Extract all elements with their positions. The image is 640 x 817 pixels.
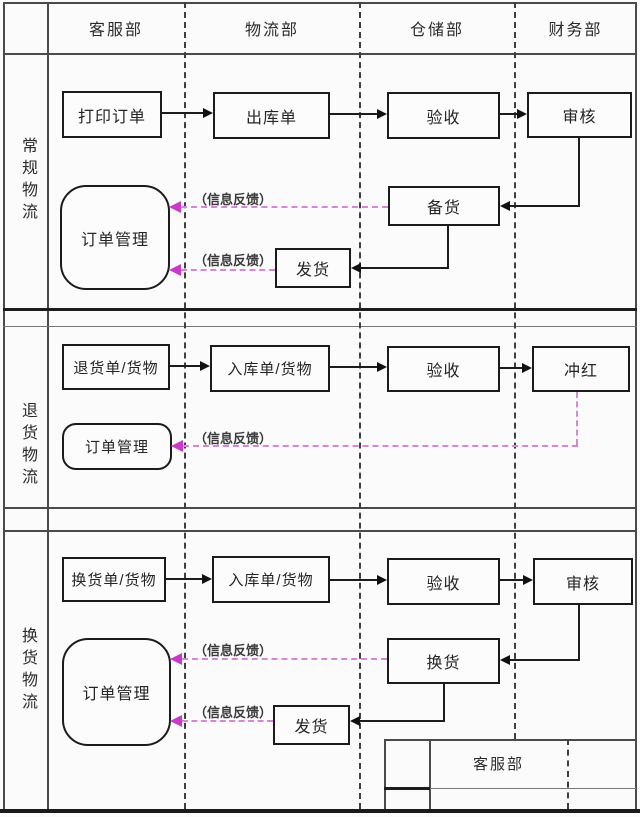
footer-table-dashed-line xyxy=(567,739,569,809)
arrowhead-left-icon xyxy=(351,263,361,273)
arrowhead-left-icon xyxy=(500,655,510,665)
node-inspect-2: 验收 xyxy=(387,346,500,392)
footer-table-hline-thick xyxy=(384,787,430,790)
footer-table-vline-2 xyxy=(429,739,431,809)
arrow-inspect-to-audit xyxy=(500,113,518,115)
arrow-inbound-to-inspect xyxy=(330,366,378,368)
arrow-print-to-outbound xyxy=(162,112,205,114)
arrow-prepare-to-ship-horizontal xyxy=(360,267,449,269)
lane-label-return-logistics: 退货物流 xyxy=(19,402,36,490)
node-order-management-2: 订单管理 xyxy=(62,423,172,470)
table-border-right xyxy=(635,2,637,810)
table-border-top xyxy=(3,2,637,4)
arrow-audit-to-exchange-vertical xyxy=(578,605,580,661)
arrow-outbound-to-inspect xyxy=(330,113,378,115)
header-dept-warehouse: 仓储部 xyxy=(409,22,464,39)
header-dept-customer-service: 客服部 xyxy=(88,22,143,39)
feedback-line-prepare-to-order-mgmt xyxy=(181,206,388,208)
feedback-line-exchange-to-order-mgmt xyxy=(182,658,387,660)
arrow-prepare-to-ship-vertical xyxy=(447,226,449,269)
node-inbound-order-2: 入库单/货物 xyxy=(212,556,330,603)
arrow-audit-to-prepare-horizontal xyxy=(509,205,580,207)
feedback-line-reverse-to-order-mgmt xyxy=(183,445,578,447)
feedback-arrowhead-icon xyxy=(169,264,181,276)
arrowhead-right-icon xyxy=(522,363,532,373)
node-reverse-entry: 冲红 xyxy=(532,346,630,392)
node-audit-1: 审核 xyxy=(527,92,632,138)
footer-table-hline xyxy=(384,788,636,789)
arrow-inspect-to-reverse xyxy=(500,367,523,369)
feedback-label-4: （信息反馈） xyxy=(194,643,273,658)
node-prepare-goods: 备货 xyxy=(388,186,500,226)
gap1-bottom-line xyxy=(3,326,637,327)
feedback-line-reverse-vertical xyxy=(576,392,578,445)
node-order-management-1: 订单管理 xyxy=(60,185,170,290)
column-divider-dashed-2 xyxy=(359,2,361,809)
column-divider-dashed-1 xyxy=(184,2,186,809)
arrowhead-right-icon xyxy=(517,109,527,119)
arrow-audit-to-exchange-horizontal xyxy=(509,659,580,661)
footer-department-label: 客服部 xyxy=(472,755,524,773)
arrowhead-right-icon xyxy=(377,109,387,119)
arrowhead-right-icon xyxy=(523,575,533,585)
arrow-inspect-to-audit-2 xyxy=(500,579,524,581)
node-audit-2: 审核 xyxy=(533,558,633,605)
arrowhead-right-icon xyxy=(202,574,212,584)
node-outbound-order: 出库单 xyxy=(213,92,330,139)
arrow-return-to-inbound xyxy=(170,365,202,367)
arrowhead-right-icon xyxy=(203,108,213,118)
arrow-audit-to-prepare-vertical xyxy=(578,138,580,207)
arrow-inbound-to-inspect-2 xyxy=(330,579,378,581)
arrow-exchange-to-ship-horizontal xyxy=(359,720,445,722)
feedback-arrowhead-icon xyxy=(171,440,183,452)
node-exchange-goods: 换货 xyxy=(387,638,500,684)
arrowhead-right-icon xyxy=(377,362,387,372)
feedback-arrowhead-icon xyxy=(170,715,182,727)
feedback-line-ship-to-order-mgmt xyxy=(181,269,275,271)
feedback-arrowhead-icon xyxy=(169,201,181,213)
arrowhead-left-icon xyxy=(500,201,510,211)
feedback-line-ship-to-order-mgmt-2 xyxy=(182,720,273,722)
node-ship-1: 发货 xyxy=(275,248,351,288)
node-order-management-3: 订单管理 xyxy=(62,638,171,746)
feedback-label-5: （信息反馈） xyxy=(194,705,273,720)
node-inspect-1: 验收 xyxy=(387,92,500,139)
table-border-bottom xyxy=(0,809,640,813)
lane-label-regular-logistics: 常规物流 xyxy=(19,137,36,225)
feedback-label-1: （信息反馈） xyxy=(194,192,273,207)
node-ship-2: 发货 xyxy=(273,705,350,745)
lane1-bottom-line xyxy=(3,308,637,311)
node-inspect-3: 验收 xyxy=(387,558,500,605)
label-column-line xyxy=(47,2,49,809)
node-return-order: 退货单/货物 xyxy=(62,344,170,390)
node-print-order: 打印订单 xyxy=(62,91,162,138)
feedback-label-2: （信息反馈） xyxy=(194,253,273,268)
footer-table-top-line xyxy=(384,739,636,741)
feedback-arrowhead-icon xyxy=(170,653,182,665)
header-dept-finance: 财务部 xyxy=(548,22,603,39)
lane3-top-line xyxy=(3,530,637,532)
feedback-label-3: （信息反馈） xyxy=(194,431,273,446)
arrowhead-right-icon xyxy=(200,361,210,371)
node-inbound-order-1: 入库单/货物 xyxy=(210,345,330,392)
footer-table-vline-1 xyxy=(384,739,386,809)
table-border-left xyxy=(3,2,5,810)
column-divider-dashed-3 xyxy=(514,2,516,739)
arrow-exchange-to-ship-vertical xyxy=(443,684,445,722)
header-bottom-line xyxy=(3,53,637,55)
arrow-exchange-to-inbound xyxy=(166,578,204,580)
arrowhead-left-icon xyxy=(350,716,360,726)
arrowhead-right-icon xyxy=(377,575,387,585)
node-exchange-order: 换货单/货物 xyxy=(62,557,166,602)
lane-label-exchange-logistics: 换货物流 xyxy=(19,627,36,715)
lane2-bottom-line xyxy=(3,507,637,509)
header-dept-logistics: 物流部 xyxy=(244,22,299,39)
